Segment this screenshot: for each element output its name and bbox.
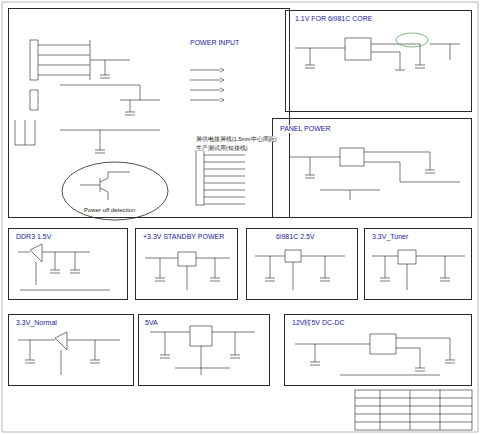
section-title: PANEL POWER [279, 125, 332, 133]
circuit-section: 3.3V_Tuner [364, 228, 472, 300]
section-title: 1.1V FOR 6i981C CORE [294, 15, 373, 23]
detection-ellipse: Power off detection [61, 161, 169, 221]
section-title: POWER INPUT [189, 39, 240, 47]
section-title: 6i981C 2.5V [275, 233, 316, 241]
section-title: 3.3V_Tuner [371, 233, 409, 241]
section-title: DDR3 1.5V [15, 233, 52, 241]
section-title: 3.3V_Normal [15, 319, 58, 327]
note-text: 生产测试用(短接线) [196, 145, 248, 151]
circuit-section: +3.3V STANDBY POWER [135, 228, 238, 300]
circuit-section: PANEL POWER [272, 118, 472, 218]
circuit-section: 5VA [138, 314, 270, 386]
circuit-section: 1.1V FOR 6i981C CORE [285, 10, 472, 112]
circuit-section: 6i981C 2.5V [246, 228, 358, 300]
section-title: 12V转5V DC-DC [291, 319, 346, 327]
circuit-section: DDR3 1.5V [8, 228, 128, 300]
circuit-section: 3.3V_Normal [8, 314, 134, 386]
circuit-section: POWER INPUT Power off detection [8, 8, 290, 218]
circuit-section: 12V转5V DC-DC [284, 314, 472, 386]
section-title: Power off detection [83, 207, 136, 214]
section-title: 5VA [144, 319, 159, 327]
note-text: 屏供电接屏线(1.5mm中心间距) [196, 136, 276, 142]
section-title: +3.3V STANDBY POWER [142, 233, 225, 241]
